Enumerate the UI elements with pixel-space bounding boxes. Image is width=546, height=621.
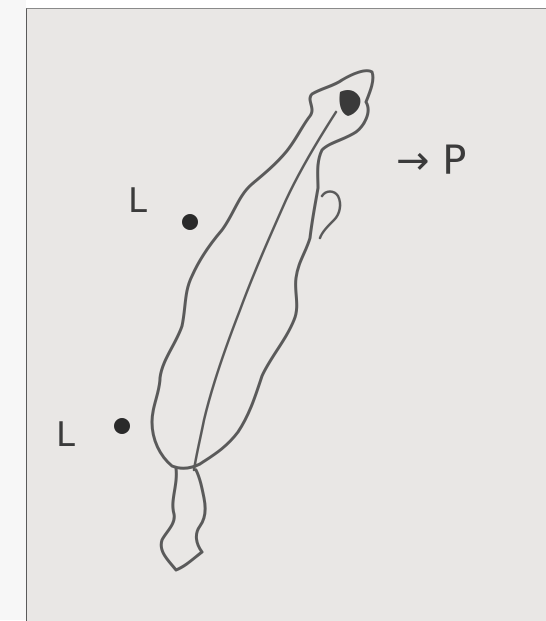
label-l-lower: L bbox=[56, 415, 75, 455]
arrow-p-label: → P bbox=[396, 138, 466, 184]
central-line bbox=[194, 112, 336, 470]
label-l-upper: L bbox=[128, 181, 147, 221]
head-mark bbox=[339, 90, 360, 116]
lower-dot bbox=[114, 418, 130, 434]
body-outline bbox=[152, 71, 373, 468]
side-appendage bbox=[320, 192, 340, 239]
upper-dot bbox=[182, 214, 198, 230]
tail-outline bbox=[161, 468, 205, 570]
